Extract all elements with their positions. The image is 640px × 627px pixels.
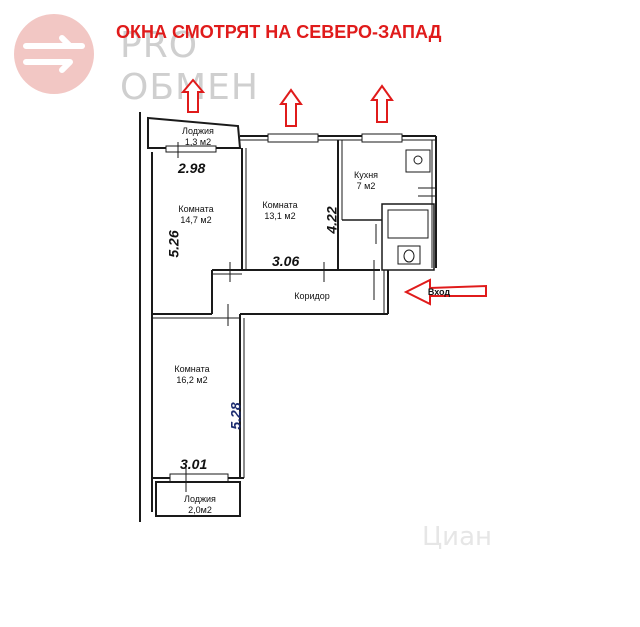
loggia-bottom-area: 2,0м2 (188, 505, 212, 515)
dim-left-height: 5.26 (165, 230, 182, 258)
loggia-bottom-name: Лоджия (184, 494, 216, 504)
pro-obmen-logo: PRO ОБМЕН (12, 12, 258, 106)
loggia-bottom-label: Лоджия 2,0м2 (170, 494, 230, 516)
loggia-top-name: Лоджия (182, 126, 214, 136)
room-bottom-name: Комната (174, 364, 210, 374)
watermark: Циан (422, 522, 493, 552)
arrow-up-3-icon (370, 84, 394, 123)
logo-mark-icon (14, 14, 94, 94)
loggia-top-label: Лоджия 1,3 м2 (168, 126, 228, 148)
dim-bottom-height: 5.28 (227, 402, 244, 430)
room-left-area: 14,7 м2 (180, 215, 212, 225)
room-left-name: Комната (178, 204, 214, 214)
dim-middle-width: 3.06 (272, 253, 300, 269)
loggia-bottom-outline (155, 481, 241, 517)
loggia-top-area: 1,3 м2 (184, 137, 212, 147)
bathtub (387, 209, 429, 239)
dim-top-width: 2.98 (178, 160, 206, 176)
dim-middle-height: 4.22 (323, 206, 340, 234)
room-middle-label: Комната 13,1 м2 (252, 200, 308, 222)
headline: ОКНА СМОТРЯТ НА СЕВЕРО-ЗАПАД (116, 22, 442, 42)
entrance-label: Вход (427, 287, 451, 297)
entrance-arrow-icon (403, 278, 487, 306)
bathroom-block (381, 203, 435, 271)
toilet (397, 245, 421, 265)
room-middle-name: Комната (262, 200, 298, 210)
corridor-label: Коридор (294, 291, 330, 301)
room-bottom-label: Комната 16,2 м2 (162, 364, 222, 386)
room-bottom-area: 16,2 м2 (176, 375, 208, 385)
kitchen-area: 7 м2 (356, 181, 376, 191)
dim-bottom-width: 3.01 (180, 456, 208, 472)
room-left-label: Комната 14,7 м2 (166, 204, 226, 226)
stove (405, 149, 431, 173)
arrow-up-1-icon (180, 78, 206, 113)
kitchen-label: Кухня 7 м2 (346, 170, 386, 192)
arrow-up-2-icon (279, 88, 303, 127)
logo-line-1: PRO (120, 25, 199, 66)
kitchen-name: Кухня (353, 170, 379, 180)
room-middle-area: 13,1 м2 (264, 211, 296, 221)
